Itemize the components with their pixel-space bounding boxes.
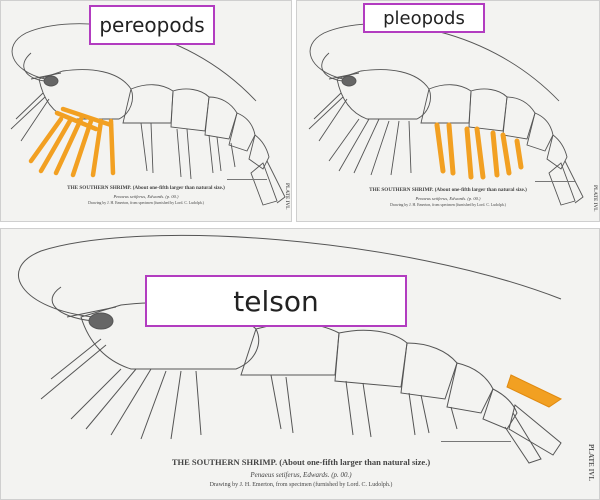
plate-number: PLATE IVL (587, 444, 595, 482)
highlight-pereopods (28, 106, 116, 178)
signature-line (227, 179, 267, 180)
plate-number: PLATE IVL (592, 185, 597, 212)
caption-credit: Drawing by J. H. Emerton, from specimen … (390, 203, 506, 207)
caption-species: Penaeus setiferus, Edwards. (p. 00.) (113, 194, 179, 199)
highlight-pleopods (434, 122, 524, 180)
part-label-box: pereopods (89, 5, 215, 45)
signature-line (535, 181, 575, 182)
signature-line (441, 441, 511, 442)
panel-pereopods: pereopods THE SOUTHERN SHRIMP. (About on… (0, 0, 292, 222)
part-label: pereopods (99, 13, 205, 37)
highlight-telson (506, 374, 563, 408)
caption-species: Penaeus setiferus, Edwards. (p. 00.) (415, 196, 481, 201)
part-label-box: telson (145, 275, 407, 327)
plate-number: PLATE IVL (284, 183, 289, 210)
panel-pleopods: pleopods THE SOUTHERN SHRIMP. (About one… (296, 0, 600, 222)
part-label-box: pleopods (363, 3, 485, 33)
caption-title: THE SOUTHERN SHRIMP. (About one-fifth la… (67, 185, 225, 191)
panel-telson: telson THE SOUTHERN SHRIMP. (About one-f… (0, 228, 600, 500)
caption-species: Penaeus setiferus, Edwards. (p. 00.) (250, 471, 352, 479)
part-label: pleopods (383, 7, 465, 29)
caption-credit: Drawing by J. H. Emerton, from specimen … (209, 482, 393, 488)
caption-title: THE SOUTHERN SHRIMP. (About one-fifth la… (369, 187, 527, 193)
part-label: telson (233, 284, 319, 318)
shrimp-drawing-pleopods (308, 23, 584, 206)
caption-title: THE SOUTHERN SHRIMP. (About one-fifth la… (171, 457, 431, 467)
shrimp-drawing-pereopods (10, 23, 286, 206)
caption-credit: Drawing by J. H. Emerton, from specimen … (88, 201, 204, 205)
